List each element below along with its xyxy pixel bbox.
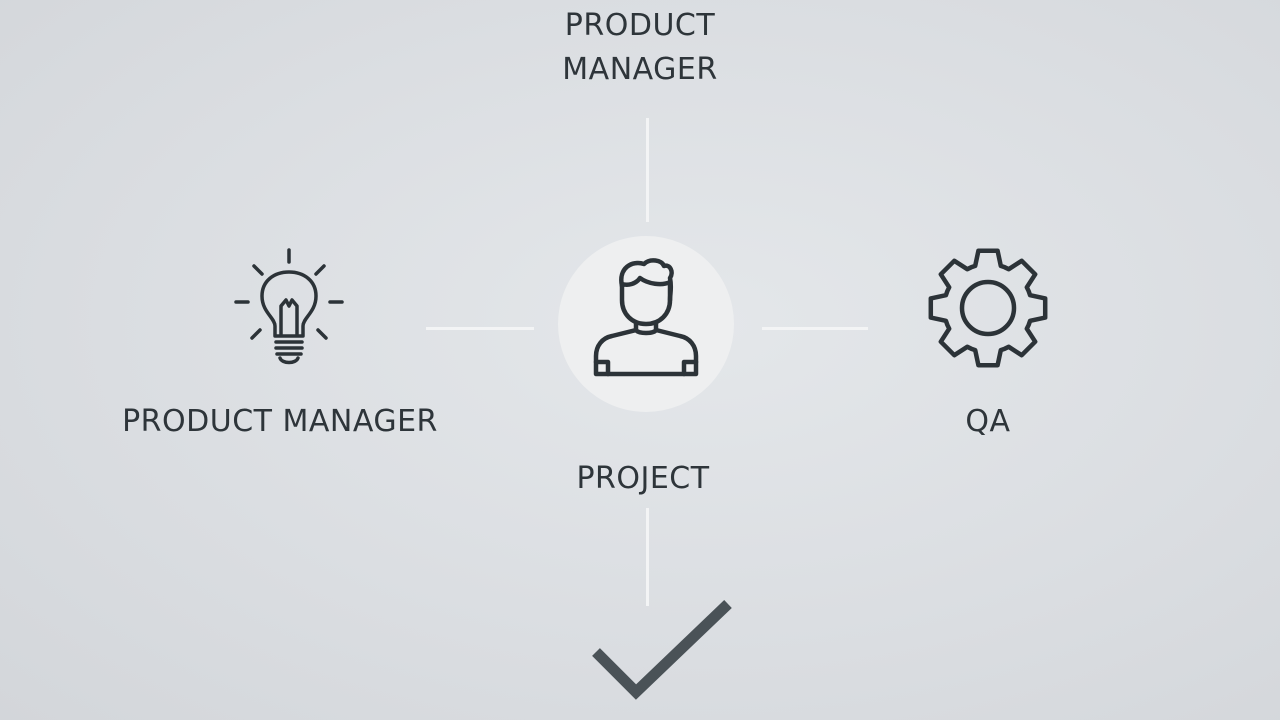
right-node-label: QA [965,404,1011,439]
center-node-label: PROJECT [576,461,710,496]
person-icon [593,258,699,377]
gear-icon [928,248,1048,368]
left-node-label: PRODUCT MANAGER [122,404,438,439]
connector-line-left [426,327,534,330]
connector-line-bottom [646,508,649,606]
lightbulb-icon [234,248,344,365]
checkmark-icon [592,600,732,700]
connector-line-top [646,118,649,222]
top-node-label: PRODUCT MANAGER [562,8,718,87]
connector-line-right [762,327,868,330]
